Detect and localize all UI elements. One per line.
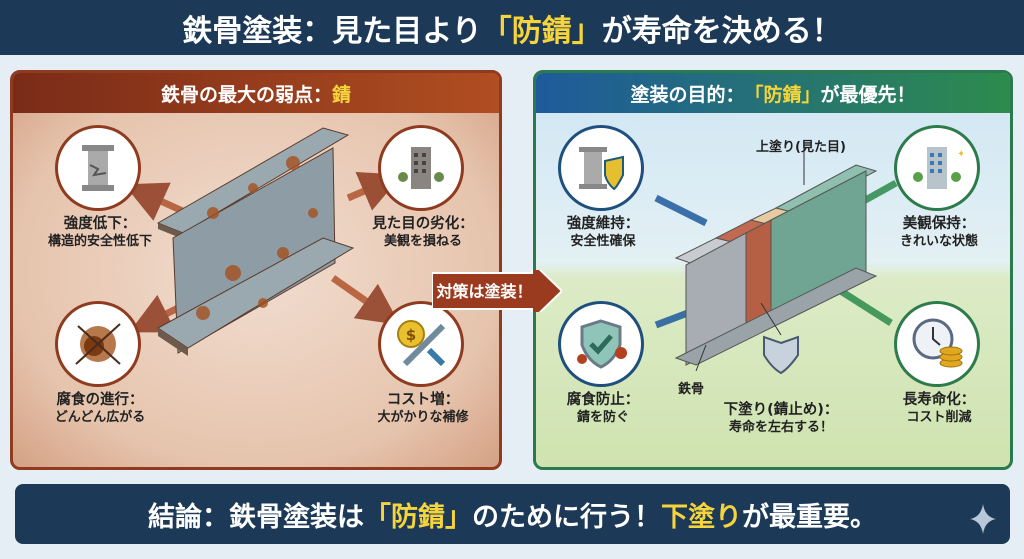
item-title: 腐食の進行： xyxy=(56,392,144,408)
longevity-caption: 長寿命化： コスト削減 xyxy=(859,391,1010,427)
arrow xyxy=(834,285,893,326)
transition-label: 対策は塗装！ xyxy=(436,282,533,301)
appearance-maintain-caption: 美観保持： きれいな状態 xyxy=(859,215,1010,251)
top-coat-label: 上塗り(見た目) xyxy=(756,140,846,155)
strength-loss-caption: 強度低下： 構造的安全性低下 xyxy=(20,215,180,251)
item-desc: どんどん広がる xyxy=(54,410,146,425)
arrow xyxy=(330,275,401,326)
primer-desc: 寿命を左右する！ xyxy=(728,420,833,435)
conclusion-text: 結論：鉄骨塗装は xyxy=(148,501,364,533)
conclusion-text: のために行う！ xyxy=(472,501,661,533)
header-text-end: が最優先！ xyxy=(820,83,916,106)
primer-caption: 下塗り(錆止め)： 寿命を左右する！ xyxy=(701,401,861,437)
header-highlight: 錆 xyxy=(332,83,352,106)
shield-icon xyxy=(763,335,799,375)
header-text: 塗装の目的： xyxy=(630,83,745,106)
spreading-rust-icon xyxy=(55,301,141,387)
conclusion-text: が最重要。 xyxy=(742,501,877,533)
item-desc: 構造的安全性低下 xyxy=(47,234,152,249)
clean-building-icon: ✦ xyxy=(894,125,980,211)
rusty-beam-illustration xyxy=(123,127,403,356)
arrow xyxy=(654,194,708,227)
item-desc: 錆を防ぐ xyxy=(576,410,629,425)
sparkle-icon xyxy=(970,504,996,534)
panel-header: 塗装の目的：「防錆」が最優先！ xyxy=(536,73,1010,113)
panel-header: 鉄骨の最大の弱点：錆 xyxy=(13,73,499,113)
item-desc: コスト削減 xyxy=(906,410,972,425)
page-title: 鉄骨塗装：見た目より「防錆」が寿命を決める！ xyxy=(0,0,1024,55)
header-highlight: 「防錆」 xyxy=(744,83,821,106)
item-desc: 安全性確保 xyxy=(570,234,636,249)
pillar-shield-icon xyxy=(558,125,644,211)
conclusion-highlight: 「防錆」 xyxy=(364,501,472,533)
transition-arrow xyxy=(432,270,562,312)
coin-wrench-icon: $ xyxy=(378,301,464,387)
title-text-end: が寿命を決める！ xyxy=(601,13,842,49)
corrosion-progress-caption: 腐食の進行： どんどん広がる xyxy=(20,391,180,427)
primer-title: 下塗り(錆止め)： xyxy=(723,402,839,418)
check-shield-icon xyxy=(558,301,644,387)
rust-weakness-panel: 鉄骨の最大の弱点：錆 強度低下： 構造的安全性低下 見た目の劣化： 美観を損ねる 腐… xyxy=(10,70,502,470)
item-title: 美観保持： xyxy=(902,216,976,232)
item-desc: きれいな状態 xyxy=(899,234,978,249)
item-title: 長寿命化： xyxy=(902,392,976,408)
item-title: 見た目の劣化： xyxy=(372,216,474,232)
item-title: 腐食防止： xyxy=(566,392,640,408)
strength-maintain-caption: 強度維持： 安全性確保 xyxy=(536,215,683,251)
clock-coins-icon xyxy=(894,301,980,387)
svg-text:✦: ✦ xyxy=(957,149,963,160)
painting-purpose-panel: 塗装の目的：「防錆」が最優先！ 上塗り(見た目) 鉄骨 下塗り(錆止め)： 寿命を… xyxy=(533,70,1013,470)
title-highlight: 「防錆」 xyxy=(481,13,602,49)
conclusion-highlight: 下塗り xyxy=(661,501,742,533)
item-title: 強度低下： xyxy=(63,216,137,232)
cracked-pillar-icon xyxy=(55,125,141,211)
item-desc: 美観を損ねる xyxy=(383,234,462,249)
item-title: 強度維持： xyxy=(566,216,640,232)
svg-text:$: $ xyxy=(406,326,416,344)
damaged-building-icon xyxy=(378,125,464,211)
item-title: コスト増： xyxy=(386,392,460,408)
appearance-degradation-caption: 見た目の劣化： 美観を損ねる xyxy=(343,215,499,251)
coated-beam-illustration xyxy=(654,148,898,375)
arrow xyxy=(346,171,403,211)
steel-label: 鉄骨 xyxy=(677,382,704,397)
item-desc: 大がかりな補修 xyxy=(377,410,469,425)
corrosion-prevention-caption: 腐食防止： 錆を防ぐ xyxy=(536,391,683,427)
conclusion-banner: 結論：鉄骨塗装は「防錆」のために行う！下塗りが最重要。 xyxy=(15,484,1010,544)
header-text: 鉄骨の最大の弱点： xyxy=(160,83,332,106)
title-text: 鉄骨塗装：見た目より xyxy=(182,13,482,49)
cost-increase-caption: コスト増： 大がかりな補修 xyxy=(343,391,499,427)
